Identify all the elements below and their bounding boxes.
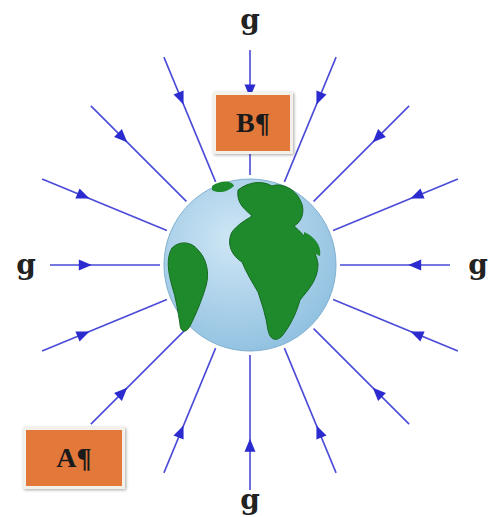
box-label: B¶	[236, 107, 270, 139]
field-line	[164, 348, 216, 473]
field-line	[42, 179, 167, 231]
field-line	[249, 355, 251, 490]
field-line	[91, 329, 186, 425]
field-line	[340, 264, 450, 266]
field-line	[50, 264, 160, 266]
arrowhead	[373, 129, 386, 142]
label-box: A¶	[23, 427, 125, 489]
field-line	[333, 299, 458, 351]
field-symbol: g	[240, 6, 260, 34]
arrowhead	[79, 260, 92, 271]
field-symbol: g	[468, 251, 488, 279]
arrowhead	[411, 331, 425, 341]
continent	[304, 232, 320, 256]
arrowhead	[114, 388, 127, 401]
field-symbol: g	[240, 486, 260, 514]
field-symbol: g	[16, 251, 36, 279]
field-line	[284, 348, 336, 473]
arrowhead	[411, 189, 425, 199]
field-line	[333, 179, 458, 231]
continent	[230, 183, 318, 340]
arrowhead	[408, 260, 421, 271]
field-line	[314, 329, 410, 425]
field-line	[91, 106, 186, 201]
arrowhead	[174, 426, 184, 440]
arrowhead	[75, 331, 89, 341]
arrowhead	[373, 388, 386, 401]
field-line	[42, 299, 167, 351]
arrowhead	[316, 90, 326, 104]
field-lines	[42, 50, 458, 490]
continent	[168, 243, 207, 331]
continent	[212, 182, 234, 193]
earth-globe	[164, 179, 336, 351]
field-line	[164, 57, 216, 182]
arrowhead	[316, 426, 326, 440]
label-box: B¶	[213, 92, 293, 154]
arrowhead	[174, 90, 184, 104]
box-label: A¶	[56, 442, 91, 474]
field-line	[314, 106, 410, 201]
arrowhead	[245, 439, 256, 452]
arrowhead	[75, 189, 89, 199]
arrowhead	[114, 129, 127, 142]
